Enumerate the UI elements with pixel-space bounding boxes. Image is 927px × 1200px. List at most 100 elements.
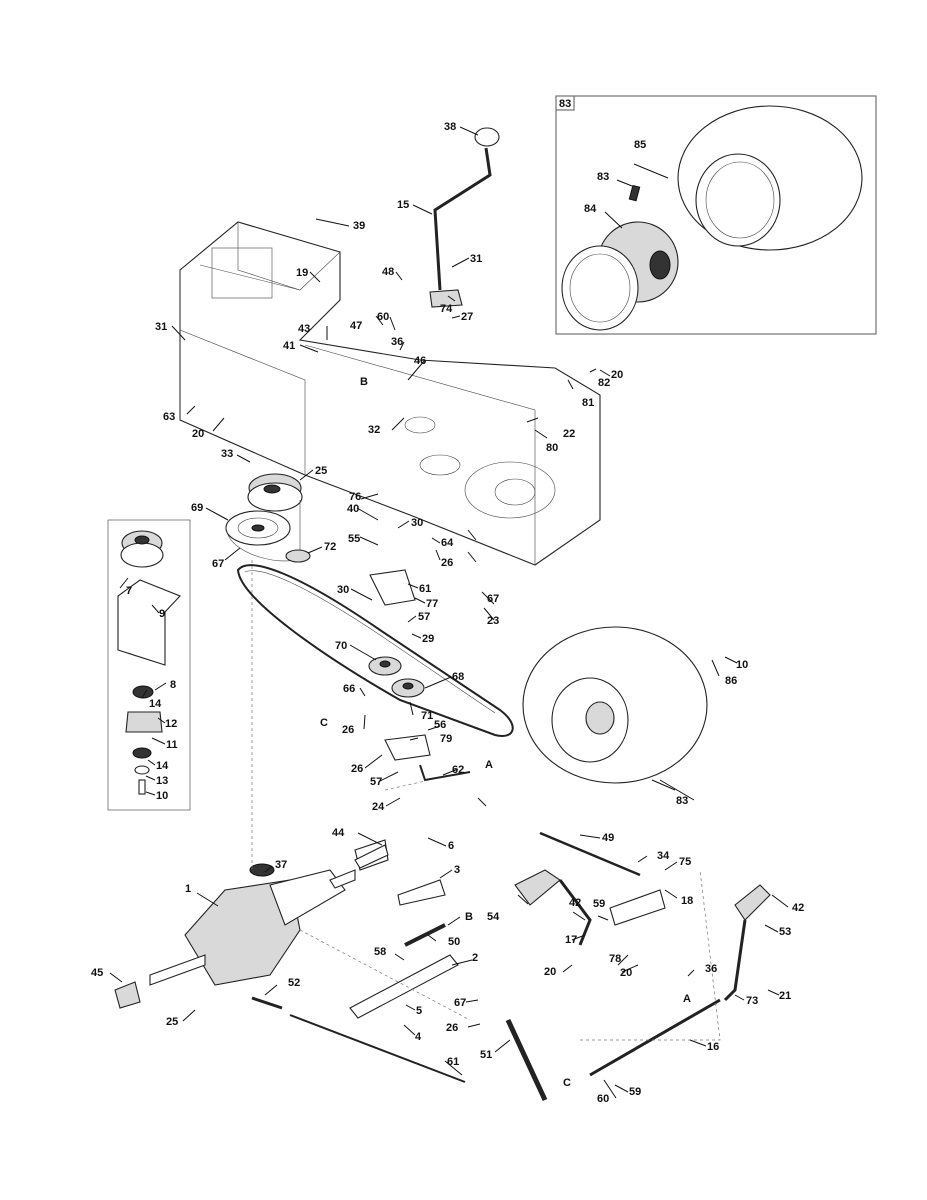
part-label-4: 4 (415, 1031, 422, 1043)
part-label-12: 12 (165, 718, 177, 730)
part-label-13: 13 (156, 775, 168, 787)
part-label-10-right: 10 (736, 659, 748, 671)
rim-part (561, 221, 679, 331)
part-label-67-right: 67 (487, 593, 499, 605)
part-label-32: 32 (368, 424, 380, 436)
part-label-17: 17 (565, 934, 577, 946)
part-label-80: 80 (546, 442, 558, 454)
part-label-44: 44 (332, 827, 345, 839)
part-label-64: 62 (452, 764, 464, 776)
part-label-57-upper: 57 (418, 611, 430, 623)
part-label-72: 72 (324, 541, 336, 553)
part-label-11: 11 (166, 739, 178, 751)
part-label-36: 36 (705, 963, 717, 975)
part-label-41: 41 (283, 340, 295, 352)
part-label-49: 49 (602, 832, 614, 844)
part-label-62: 60 (377, 311, 389, 323)
part-label-50: 50 (448, 936, 460, 948)
part-label-34: 34 (657, 850, 670, 862)
part-label-46: 46 (414, 355, 426, 367)
part-label-78: 78 (609, 953, 621, 965)
part-label-7: 7 (126, 585, 132, 597)
part-label-16: 16 (707, 1041, 719, 1053)
part-label-47: 47 (350, 320, 362, 332)
part-label-76: 76 (349, 491, 361, 503)
part-label-8: 8 (170, 679, 176, 691)
part-label-59-upper: 59 (593, 898, 605, 910)
part-label-69: 68 (452, 671, 464, 683)
part-label-28: 27 (461, 311, 473, 323)
part-label-6: 6 (448, 840, 454, 852)
part-label-73: 73 (746, 995, 758, 1007)
part-label-42-right: 42 (792, 902, 804, 914)
part-label-30-lower: 30 (337, 584, 349, 596)
part-label-19-frame: 19 (296, 267, 308, 279)
part-label-20-frame: 20 (192, 428, 204, 440)
part-label-66: 64 (441, 537, 454, 549)
part-label-24: 25 (315, 465, 327, 477)
part-label-25: 25 (166, 1016, 178, 1028)
part-label-14-upper: 14 (149, 698, 162, 710)
ref-letter-c-lower: C (563, 1077, 571, 1089)
part-label-71-upper: 70 (335, 640, 347, 652)
pedal-assembly (514, 869, 771, 1077)
part-label-43: 43 (298, 323, 310, 335)
reference-letters: B B A A C C (320, 376, 691, 1089)
part-label-75: 75 (679, 856, 691, 868)
part-label-29: 29 (422, 633, 434, 645)
part-label-85: 84 (584, 203, 597, 215)
part-label-55: 55 (348, 533, 360, 545)
ref-letter-b-lower: B (465, 911, 473, 923)
engine-pulleys (225, 473, 311, 563)
part-label-35: 36 (391, 336, 403, 348)
part-label-70: 69 (191, 502, 203, 514)
chassis-frame (179, 221, 601, 566)
valve-stem-part (628, 184, 641, 202)
part-label-31-top: 31 (470, 253, 482, 265)
leader-lines (109, 126, 789, 1099)
part-label-83: 83 (676, 795, 688, 807)
part-label-20-lower: 20 (620, 967, 632, 979)
ref-letter-a-pedal: A (683, 993, 691, 1005)
part-label-51: 51 (480, 1049, 492, 1061)
part-label-58: 58 (374, 946, 386, 958)
part-label-40: 39 (353, 220, 365, 232)
part-label-71-lower: 71 (421, 710, 433, 722)
part-label-61: 61 (447, 1056, 459, 1068)
springs (251, 831, 641, 1102)
part-labels: 38 15 39 31 48 19 74 27 47 60 43 36 41 3… (91, 121, 804, 1105)
part-label-79: 79 (440, 733, 452, 745)
part-label-60: 60 (597, 1093, 609, 1105)
part-label-56: 56 (434, 719, 446, 731)
part-label-23: 24 (372, 801, 385, 813)
part-label-3: 3 (454, 864, 460, 876)
part-label-65: 63 (163, 411, 175, 423)
wheel-inset-box: 83 (555, 95, 877, 335)
part-label-37: 37 (275, 859, 287, 871)
part-label-53: 53 (779, 926, 791, 938)
part-label-39: 40 (347, 503, 359, 515)
part-label-42-left: 42 (569, 897, 581, 909)
part-label-68: 67 (212, 558, 224, 570)
part-label-2: 2 (472, 952, 478, 964)
rods (289, 764, 471, 1083)
part-label-9: 9 (159, 608, 165, 620)
drive-belt (236, 564, 514, 737)
part-label-33: 33 (221, 448, 233, 460)
transaxle-part (114, 839, 389, 1009)
front-tire-part (522, 626, 708, 784)
part-label-54: 54 (487, 911, 500, 923)
part-label-21: 22 (563, 428, 575, 440)
part-label-38: 38 (444, 121, 456, 133)
projection-lines (251, 560, 721, 1041)
part-label-15: 15 (397, 199, 409, 211)
part-label-74: 74 (440, 303, 453, 315)
part-label-59-lower: 59 (629, 1086, 641, 1098)
part-label-48: 48 (382, 266, 394, 278)
part-label-18: 18 (681, 895, 693, 907)
rear-tire-part (677, 105, 863, 251)
part-label-45: 45 (91, 967, 103, 979)
part-label-31-left: 31 (155, 321, 167, 333)
part-label-82: 82 (598, 377, 610, 389)
part-label-27: 26 (351, 763, 363, 775)
